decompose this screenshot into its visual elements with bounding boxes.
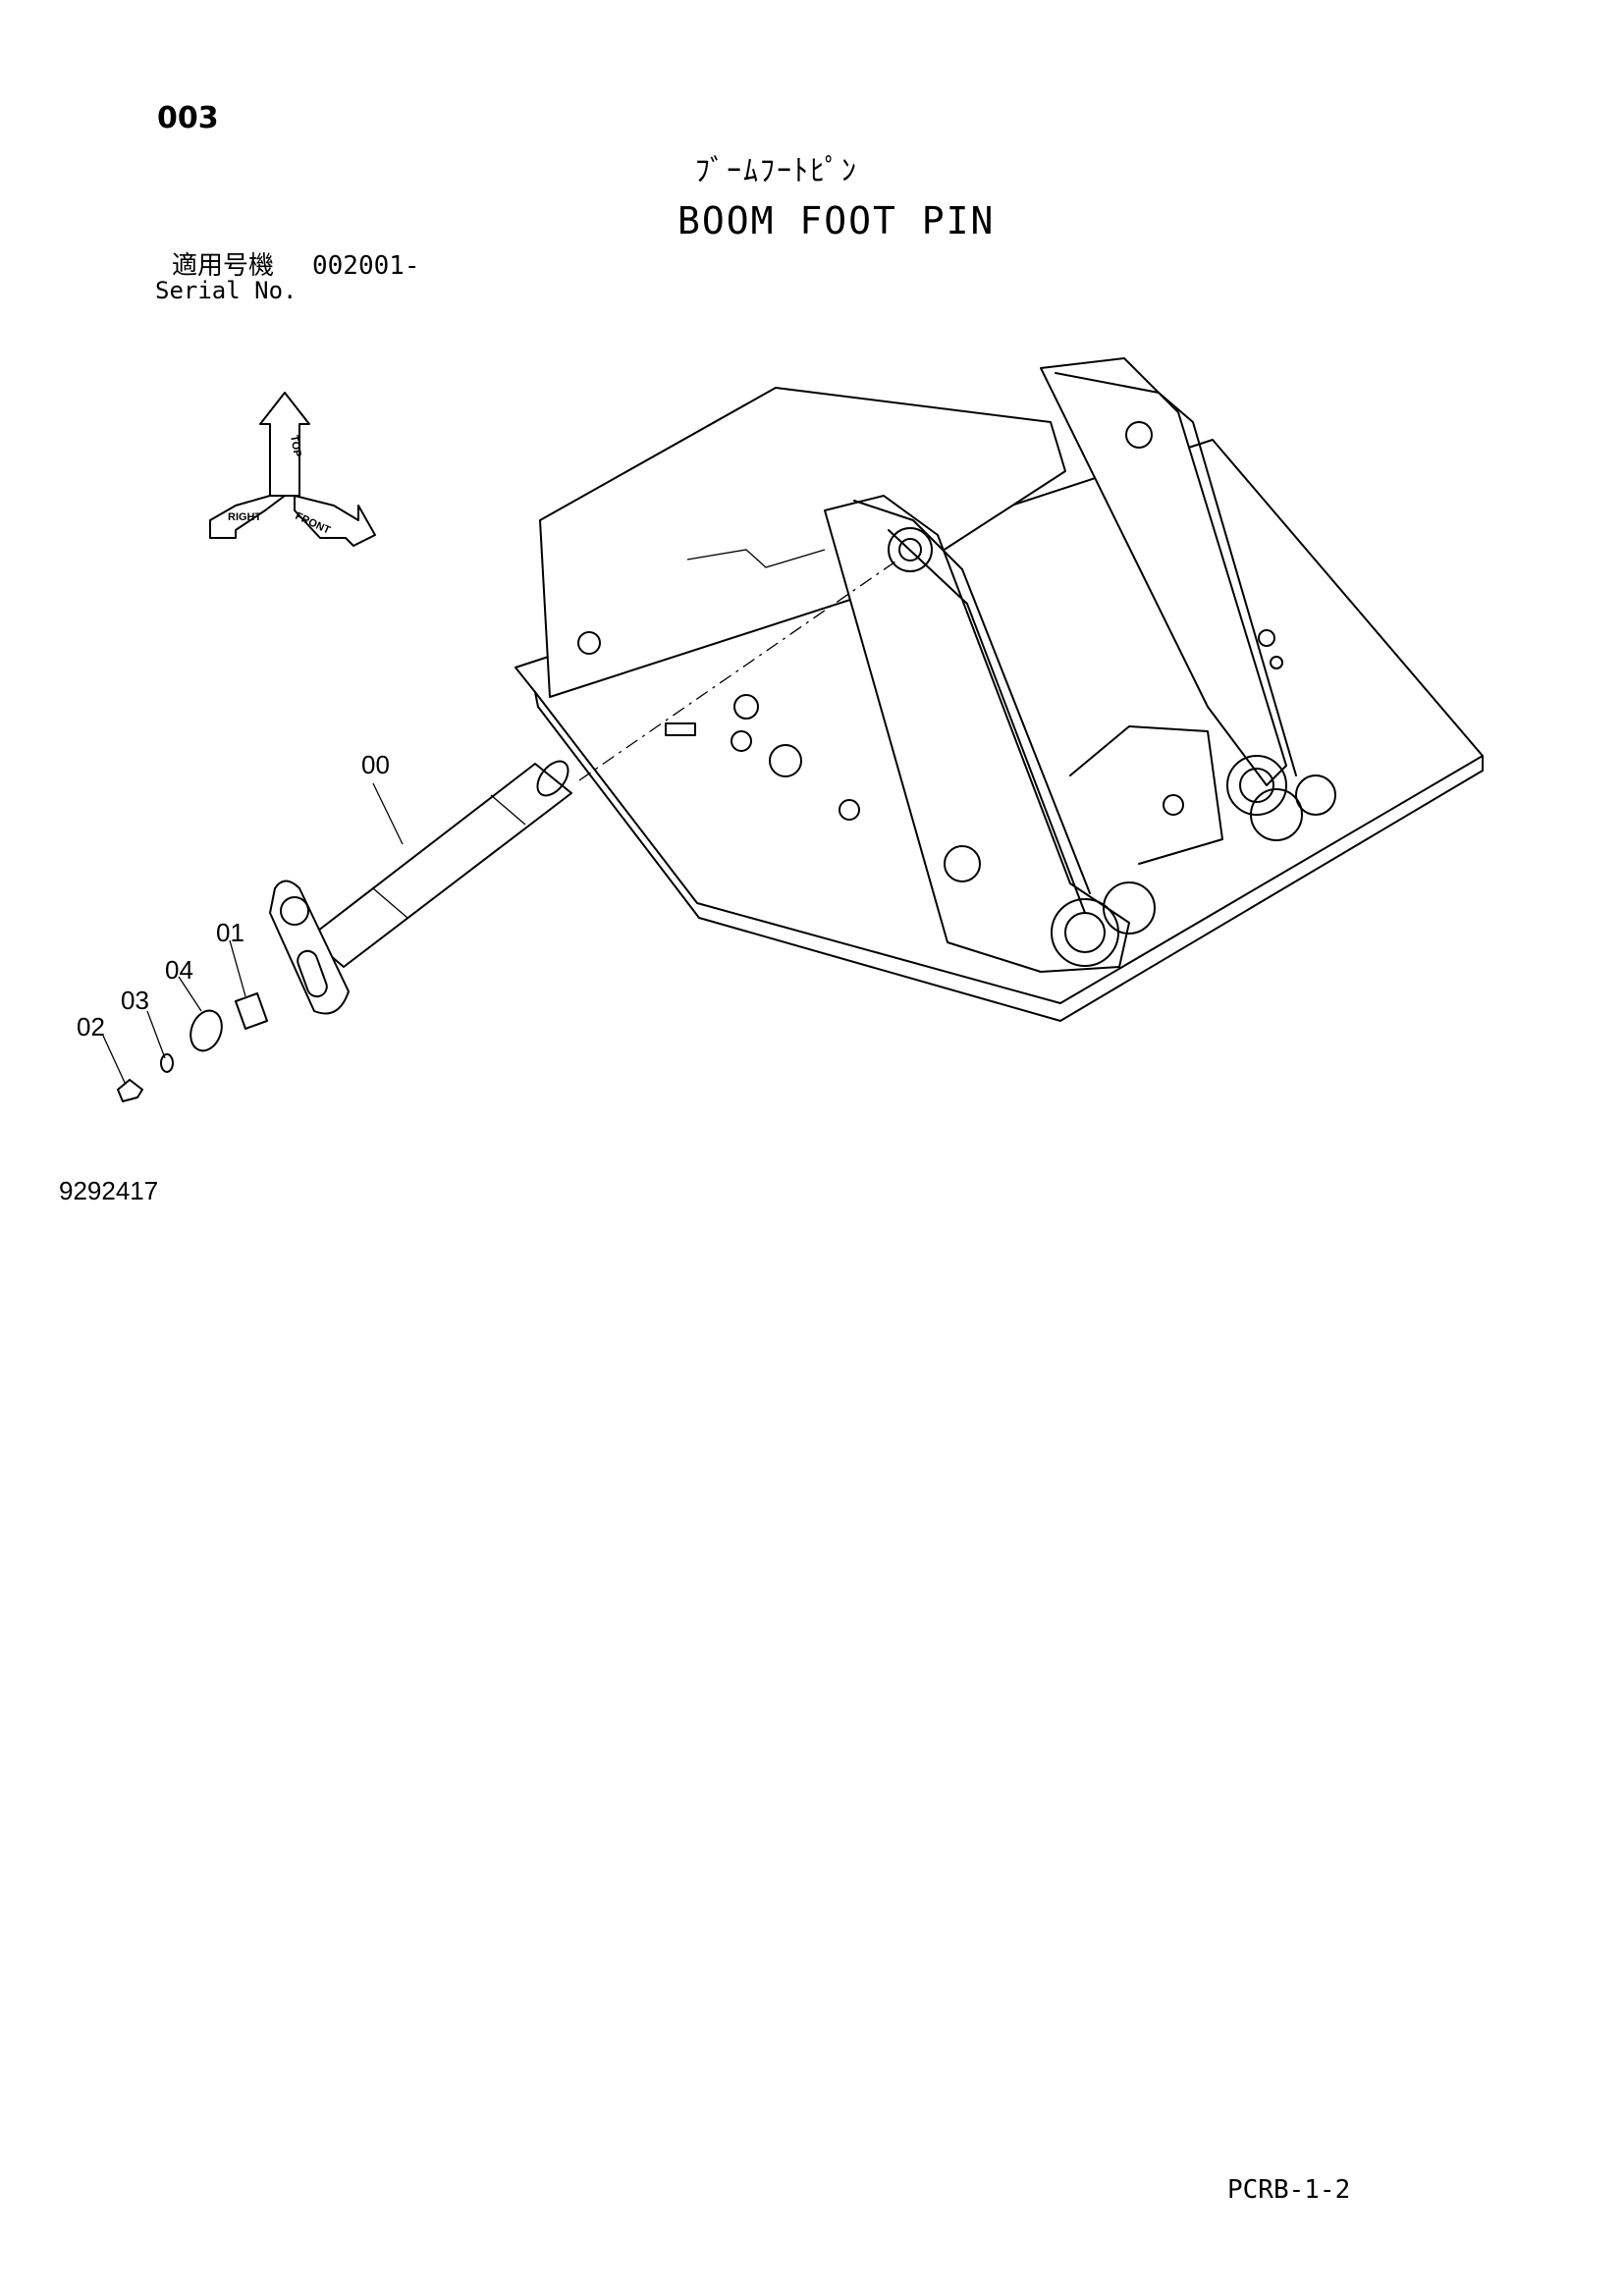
sheet-code: PCRB-1-2: [1227, 2175, 1351, 2205]
boss-right-upper: [1226, 755, 1287, 816]
page-number: 003: [157, 101, 219, 135]
right-upright: [1040, 357, 1287, 786]
serial-range: 002001-: [312, 251, 420, 281]
stopper-plate: [269, 880, 350, 1015]
rear-wall: [539, 387, 1066, 698]
orientation-arrow-front: [294, 495, 376, 547]
left-upright: [824, 495, 1130, 973]
part-03-spring-washer: [160, 1053, 174, 1073]
orientation-label-top: TOP: [288, 434, 303, 457]
leader-lines: [102, 782, 404, 1086]
serial-label-japanese: 適用号機: [172, 251, 275, 281]
title-english: BOOM FOOT PIN: [677, 199, 996, 242]
drawing-number: 9292417: [59, 1176, 159, 1205]
boom-foot-pin: [269, 760, 572, 1015]
serial-label-english: Serial No.: [155, 277, 298, 304]
pin-bore-lower: [1051, 898, 1119, 967]
callout-02: 02: [77, 1012, 105, 1041]
orientation-label-right: RIGHT: [228, 511, 262, 523]
orientation-indicator: TOP RIGHT FRONT: [209, 392, 376, 547]
block: [665, 722, 696, 736]
callout-01: 01: [216, 918, 244, 947]
revolving-frame: [514, 357, 1484, 1022]
pin-bore-upper: [888, 527, 933, 572]
callout-00: 00: [361, 750, 390, 779]
hardware: [117, 992, 268, 1102]
part-02-bolt: [117, 1079, 143, 1102]
callout-04: 04: [165, 955, 193, 985]
orientation-arrow-right: [209, 495, 286, 539]
title-japanese: ﾌﾞｰﾑﾌｰﾄﾋﾟﾝ: [695, 154, 858, 188]
pin-body: [308, 763, 572, 968]
part-01-block: [235, 992, 268, 1030]
callout-03: 03: [121, 986, 149, 1015]
pin-axis-line: [578, 559, 899, 781]
part-04-washer: [189, 1009, 223, 1052]
